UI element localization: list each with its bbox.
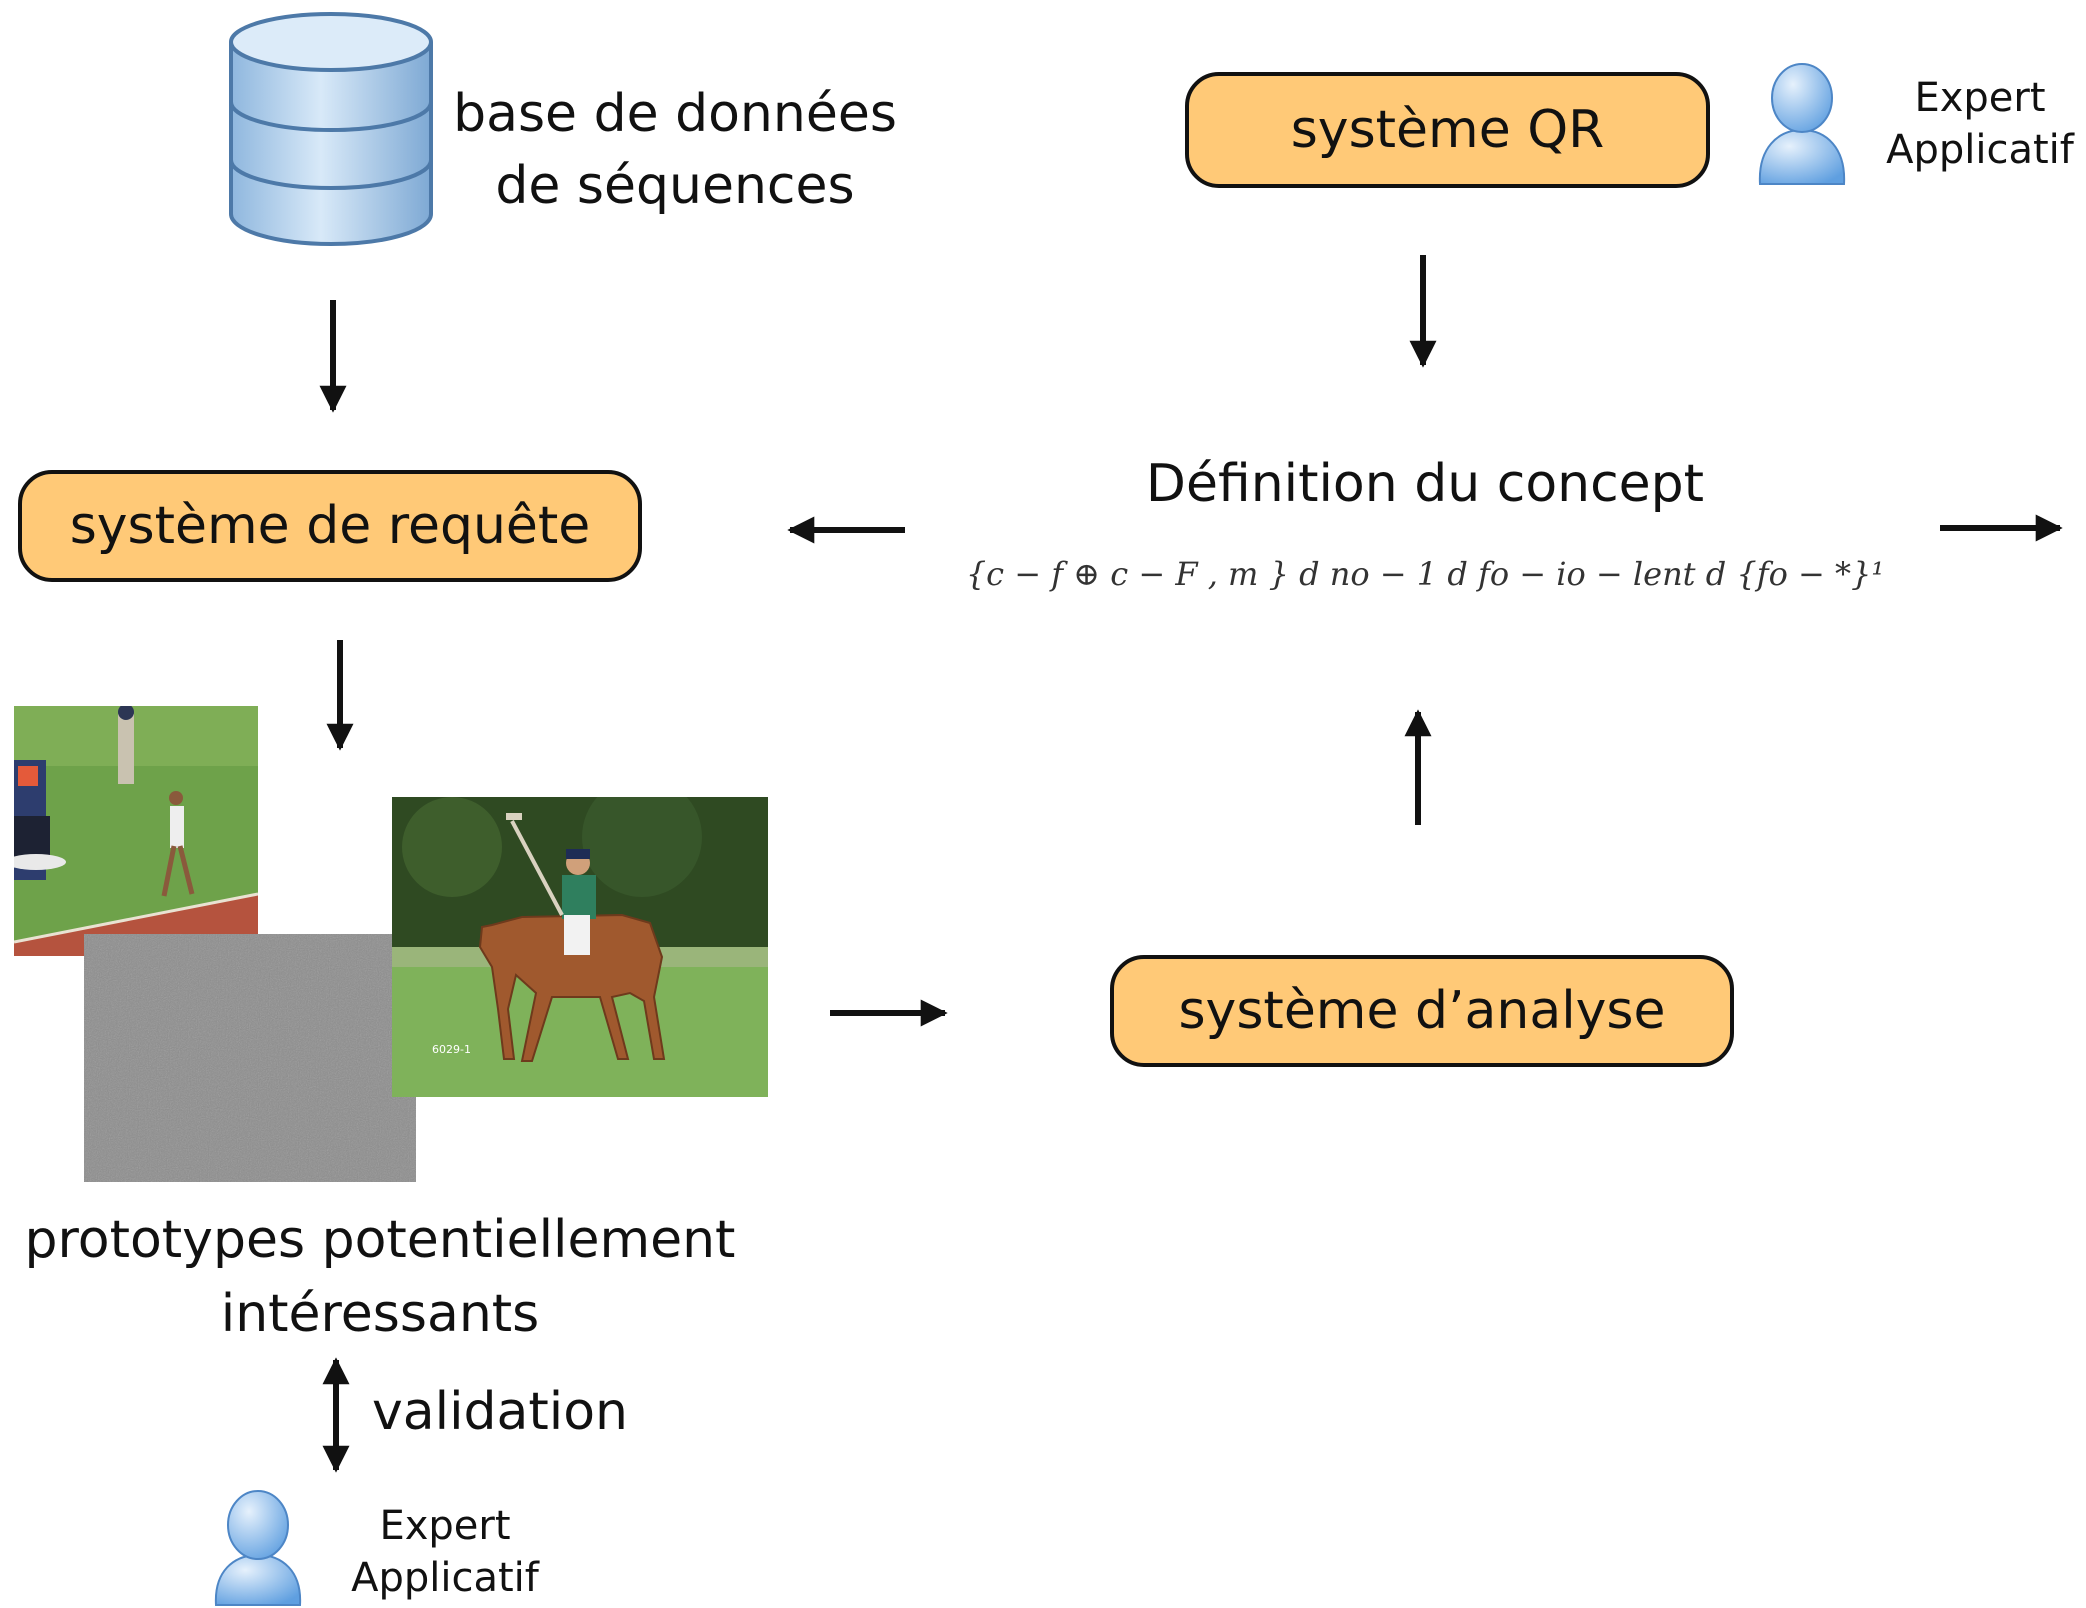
prototypes-label-line2: intéressants — [220, 1284, 540, 1344]
query-system-box[interactable]: système de requête — [18, 470, 642, 582]
prototypes-label: prototypes potentiellement intéressants — [0, 1203, 760, 1351]
expert-bottom-line2: Applicatif — [351, 1555, 539, 1601]
expert-bottom-user-icon — [214, 1490, 302, 1606]
database-icon — [229, 12, 433, 246]
qr-system-label: système QR — [1290, 100, 1605, 160]
analysis-system-label: système d’analyse — [1178, 981, 1666, 1041]
expert-bottom-label: Expert Applicatif — [340, 1500, 550, 1604]
polo-horse-thumbnail: 6029-1 — [392, 797, 768, 1097]
athletics-track-thumbnail — [14, 706, 258, 956]
query-system-label: système de requête — [69, 496, 591, 556]
expert-bottom-line1: Expert — [379, 1503, 511, 1549]
prototypes-label-line1: prototypes potentiellement — [24, 1210, 736, 1270]
validation-label: validation — [372, 1382, 629, 1442]
qr-system-box[interactable]: système QR — [1185, 72, 1710, 188]
expert-top-line1: Expert — [1914, 75, 2046, 121]
expert-top-user-icon — [1758, 63, 1846, 185]
database-label-line1: base de données — [453, 84, 897, 144]
analysis-system-box[interactable]: système d’analyse — [1110, 955, 1734, 1067]
expert-top-label: Expert Applicatif — [1880, 72, 2080, 176]
polo-caption: 6029-1 — [432, 1043, 471, 1056]
concept-title: Définition du concept — [1145, 454, 1705, 514]
concept-formula: {c − f ⊕ c − F , m } d no − 1 d fo − io … — [965, 555, 1885, 593]
database-label-line2: de séquences — [495, 156, 855, 216]
grey-noise-thumbnail — [84, 934, 416, 1182]
expert-top-line2: Applicatif — [1886, 127, 2074, 173]
database-label: base de données de séquences — [440, 78, 910, 222]
